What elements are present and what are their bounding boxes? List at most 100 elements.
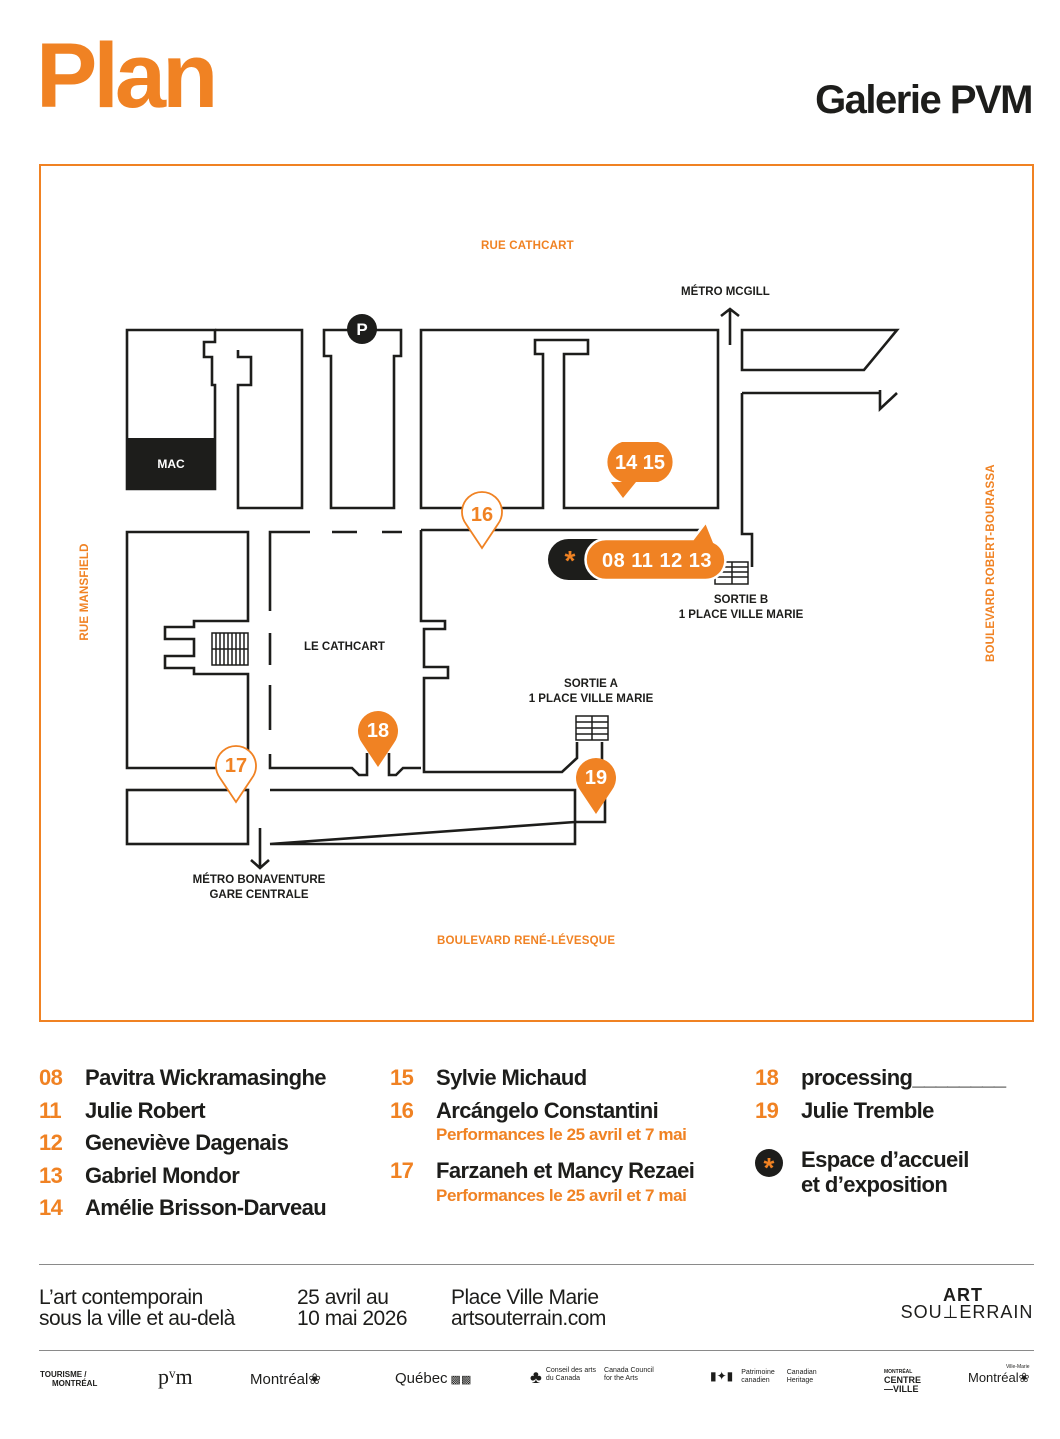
building-south-west <box>125 788 250 846</box>
legend-artist: Gabriel Mondor <box>85 1162 240 1188</box>
legend-number: 17 <box>390 1158 414 1183</box>
legend-artist: Amélie Brisson-Darveau <box>85 1195 327 1220</box>
villemarie-small: Ville-Marie <box>1005 1364 1030 1370</box>
tourisme-line2: MONTRÉAL <box>52 1379 98 1388</box>
le-cathcart-wall <box>268 530 402 611</box>
metro-mcgill-arrow <box>720 307 740 345</box>
centreville-line3: —VILLE <box>884 1384 919 1394</box>
marker-14-15-label: 14 15 <box>615 452 665 474</box>
stairs-sortie-a <box>575 715 609 741</box>
label-metro-mcgill: MÉTRO MCGILL <box>681 286 770 298</box>
centreville-line1: MONTRÉAL <box>884 1369 913 1375</box>
quebec-text: Québec <box>395 1370 448 1387</box>
gallery-name: Galerie PVM <box>815 78 1033 122</box>
street-rue-cathcart: RUE CATHCART <box>481 240 574 252</box>
sortie-a-line2: 1 PLACE VILLE MARIE <box>528 693 654 705</box>
building-west-middle <box>125 530 250 770</box>
map-frame: P MAC 14 15 16 * 08 11 12 13 17 18 <box>39 164 1034 1022</box>
legend-number: 15 <box>390 1065 414 1090</box>
divider <box>39 1350 1034 1351</box>
dates-line1: 25 avril au <box>297 1286 389 1309</box>
tagline-line1: L’art contemporain <box>39 1286 203 1309</box>
legend-item: 17 Farzaneh et Mancy Rezaei <box>390 1155 695 1188</box>
council-line1: Canada Council <box>604 1367 654 1374</box>
website-link[interactable]: artsouterrain.com <box>451 1307 606 1330</box>
logo-quebec: Québec▩▩ <box>395 1370 471 1387</box>
marker-14-15[interactable]: 14 15 <box>607 442 673 498</box>
marker-16-label: 16 <box>471 504 493 526</box>
bonaventure-line2: GARE CENTRALE <box>209 889 309 901</box>
montreal-text: Montréal <box>250 1371 309 1388</box>
street-rene-levesque: BOULEVARD RENÉ-LÉVESQUE <box>437 935 616 947</box>
page-title: Plan <box>36 25 218 127</box>
legend-artist: Julie Robert <box>85 1097 206 1123</box>
art-souterrain-logo: ART SOU⊥ERRAIN <box>900 1286 1034 1321</box>
building-parking <box>322 328 403 510</box>
stairs-west <box>211 632 249 666</box>
logo-pvm: pᵛm <box>158 1364 193 1389</box>
marker-08-11-12-13[interactable]: 08 11 12 13 <box>584 519 727 582</box>
legend-artist: Sylvie Michaud <box>436 1065 587 1090</box>
legend-number: 12 <box>39 1130 63 1155</box>
legend-artist: Farzaneh et Mancy Rezaei <box>436 1158 695 1183</box>
legend-espace-text: Espace d’accueil et d’exposition <box>801 1147 969 1197</box>
marker-19[interactable]: 19 <box>576 758 616 814</box>
tree-icon: ♣ <box>530 1367 542 1387</box>
marker-18[interactable]: 18 <box>358 711 398 767</box>
legend-artist: Julie Tremble <box>801 1097 934 1123</box>
dates-line2: 10 mai 2026 <box>297 1307 408 1330</box>
legend-number: 18 <box>755 1065 779 1090</box>
legend-item: 13 Gabriel Mondor <box>39 1160 326 1193</box>
patrimoine-line2: canadien <box>741 1377 770 1384</box>
legend-item: 15 Sylvie Michaud <box>390 1062 694 1095</box>
legend-item: 14 Amélie Brisson-Darveau <box>39 1192 327 1225</box>
parking-icon <box>347 314 377 344</box>
logo-art: ART <box>943 1285 983 1305</box>
building-east-top <box>740 328 900 372</box>
tourisme-line1: TOURISME / <box>40 1370 87 1379</box>
legend-item: 18 processing________ <box>755 1062 1006 1095</box>
building-2 <box>215 328 304 510</box>
conseil-line1: Conseil des arts <box>545 1367 597 1374</box>
street-robert-bourassa: BOULEVARD ROBERT-BOURASSA <box>985 464 997 662</box>
fleurdelise-icon: ▩▩ <box>450 1374 472 1386</box>
heritage-line2: Heritage <box>786 1377 814 1384</box>
building-4 <box>419 328 720 510</box>
marker-main-label: 08 11 12 13 <box>602 550 712 572</box>
street-rue-mansfield: RUE MANSFIELD <box>79 543 91 641</box>
legend-artist: processing________ <box>801 1065 1006 1090</box>
bonaventure-line1: MÉTRO BONAVENTURE <box>192 874 326 886</box>
metro-bonaventure-arrow <box>250 828 270 870</box>
label-le-cathcart: LE CATHCART <box>304 641 385 653</box>
venue-line1: Place Ville Marie <box>451 1286 599 1309</box>
flower-icon: ❀ <box>1018 1370 1030 1385</box>
villemarie-text: Montréal <box>968 1370 1019 1385</box>
legend-artist: Geneviève Dagenais <box>85 1130 289 1155</box>
marker-17[interactable]: 17 <box>215 745 257 804</box>
canada-flag-icon: ▮✦▮ <box>710 1369 734 1383</box>
legend-artist: Arcángelo Constantini <box>436 1097 659 1123</box>
heritage-line1: Canadian <box>786 1369 817 1376</box>
flower-icon: ❀ <box>308 1371 321 1388</box>
marker-16[interactable]: 16 <box>461 491 503 550</box>
footer-venue: Place Ville Marie artsouterrain.com <box>451 1287 606 1329</box>
legend-number: 13 <box>39 1162 63 1188</box>
footer-dates: 25 avril au 10 mai 2026 <box>297 1286 408 1330</box>
legend-number: 14 <box>39 1195 63 1220</box>
legend-performance-note: Performances le 25 avril et 7 mai <box>436 1125 687 1144</box>
divider <box>39 1264 1034 1265</box>
sortie-b-line2: 1 PLACE VILLE MARIE <box>678 609 804 621</box>
sortie-a-line1: SORTIE A <box>564 678 618 690</box>
sortie-b-line1: SORTIE B <box>713 594 769 606</box>
star-icon: * <box>565 545 576 576</box>
star-icon: * <box>755 1149 783 1183</box>
logo-montreal-centre-ville: MONTRÉAL CENTRE —VILLE <box>884 1368 921 1394</box>
mac-label: MAC <box>157 457 185 471</box>
